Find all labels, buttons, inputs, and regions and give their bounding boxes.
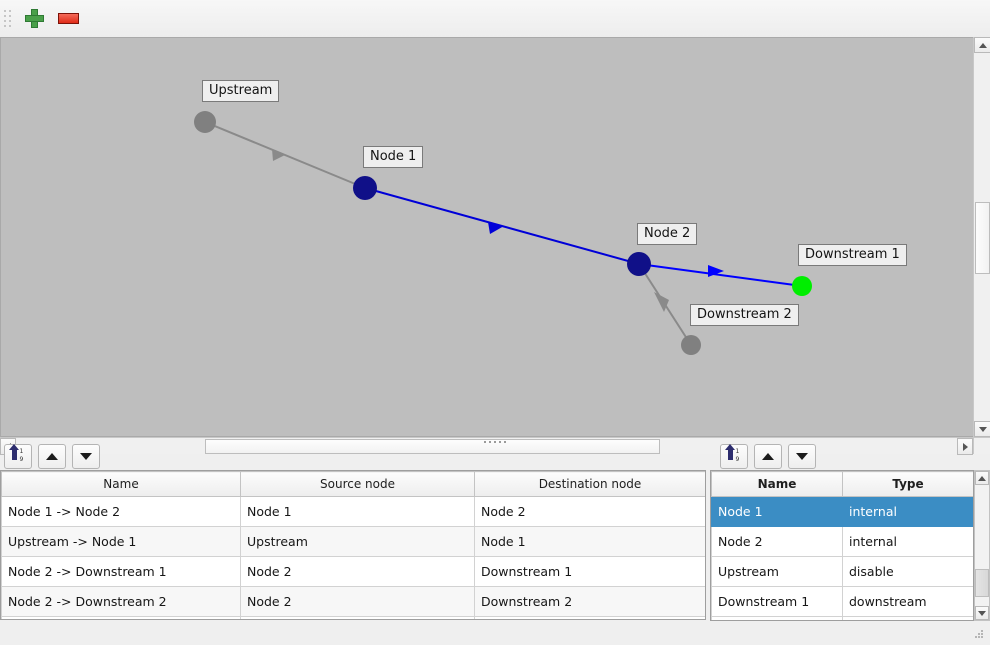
node-label-downstream2[interactable]: Downstream 2 — [690, 304, 799, 326]
horizontal-scroll-thumb[interactable] — [205, 439, 660, 454]
cell-source[interactable]: Node 2 — [240, 556, 475, 587]
scroll-down-button[interactable] — [975, 606, 989, 620]
links-col-destination[interactable]: Destination node — [474, 471, 705, 497]
graph-nodes — [194, 111, 812, 355]
edge-arrow-node1-node2 — [488, 222, 504, 234]
cell-type[interactable]: disable — [842, 556, 973, 587]
cell-destination[interactable]: Node 1 — [474, 526, 705, 557]
cell-source[interactable]: Upstream — [240, 526, 475, 557]
plus-icon — [24, 9, 44, 28]
scroll-up-button[interactable] — [975, 471, 989, 485]
graph-svg[interactable] — [1, 38, 989, 436]
node-downstream1[interactable] — [792, 276, 812, 296]
node-node2[interactable] — [627, 252, 651, 276]
table-row[interactable]: Downstream 1 downstream — [711, 586, 973, 617]
nodes-move-down-button[interactable] — [788, 443, 816, 469]
cell-name[interactable]: Node 2 — [711, 526, 843, 557]
nodes-table[interactable]: Name Type Node 1 internal Node 2 interna… — [711, 471, 973, 620]
nodes-col-type[interactable]: Type — [842, 471, 973, 497]
nodes-header-row: Name Type — [711, 471, 973, 497]
cell-destination[interactable]: Downstream 2 — [474, 586, 705, 617]
nodes-table-scrollbar[interactable] — [974, 470, 990, 621]
links-table[interactable]: Name Source node Destination node Node 1… — [1, 471, 705, 619]
scroll-right-button[interactable] — [957, 438, 973, 455]
cell-name[interactable]: Node 1 -> Node 2 — [1, 496, 241, 527]
nodes-col-name[interactable]: Name — [711, 471, 843, 497]
node-node1[interactable] — [353, 176, 377, 200]
cell-type[interactable]: downstream — [842, 586, 973, 617]
vertical-scroll-thumb[interactable] — [975, 202, 990, 274]
edge-arrow-upstream-node1 — [272, 149, 285, 161]
window-resize-grip[interactable] — [975, 630, 987, 642]
table-row[interactable]: Upstream disable — [711, 556, 973, 587]
cell-name[interactable]: Node 2 -> Downstream 2 — [1, 586, 241, 617]
node-label-node2[interactable]: Node 2 — [637, 223, 698, 245]
cell-source[interactable]: Node 1 — [240, 496, 475, 527]
cell-empty — [711, 616, 843, 620]
node-label-upstream[interactable]: Upstream — [202, 80, 280, 102]
cell-empty — [842, 616, 973, 620]
table-row[interactable]: Node 2 internal — [711, 526, 973, 557]
canvas-vertical-scrollbar[interactable] — [973, 37, 990, 437]
edge-arrow-node2-downstream2 — [654, 292, 669, 312]
table-row[interactable]: Node 1 internal — [711, 496, 973, 527]
cell-empty — [474, 616, 705, 619]
cell-name[interactable]: Upstream -> Node 1 — [1, 526, 241, 557]
nodes-table-frame: Name Type Node 1 internal Node 2 interna… — [710, 470, 974, 621]
remove-button[interactable] — [51, 4, 85, 34]
cell-type[interactable]: internal — [842, 526, 973, 557]
table-row[interactable]: Upstream -> Node 1 Upstream Node 1 — [1, 526, 705, 557]
cell-type[interactable]: internal — [842, 496, 973, 527]
table-row[interactable]: Node 2 -> Downstream 1 Node 2 Downstream… — [1, 556, 705, 587]
node-label-node1[interactable]: Node 1 — [363, 146, 424, 168]
cell-empty — [240, 616, 475, 619]
cell-name[interactable]: Upstream — [711, 556, 843, 587]
graph-canvas[interactable]: Upstream Node 1 Node 2 Downstream 1 Down… — [0, 37, 990, 437]
table-row-empty[interactable] — [1, 616, 705, 619]
graph-edges — [204, 121, 803, 346]
scrollbar-corner — [973, 437, 990, 454]
table-row-empty[interactable] — [711, 616, 973, 620]
node-downstream2[interactable] — [681, 335, 701, 355]
node-label-downstream1[interactable]: Downstream 1 — [798, 244, 907, 266]
scroll-down-button[interactable] — [974, 421, 990, 437]
links-col-name[interactable]: Name — [1, 471, 241, 497]
links-move-up-button[interactable] — [38, 443, 66, 469]
edge-arrow-node2-downstream1 — [708, 265, 724, 277]
links-col-source[interactable]: Source node — [240, 471, 475, 497]
table-row[interactable]: Node 1 -> Node 2 Node 1 Node 2 — [1, 496, 705, 527]
vertical-scroll-thumb[interactable] — [975, 569, 989, 597]
add-button[interactable] — [17, 4, 51, 34]
links-header-row: Name Source node Destination node — [1, 471, 705, 497]
cell-name[interactable]: Node 2 -> Downstream 1 — [1, 556, 241, 587]
nodes-move-up-button[interactable] — [754, 443, 782, 469]
links-table-frame: Name Source node Destination node Node 1… — [0, 470, 706, 620]
cell-name[interactable]: Node 1 — [711, 496, 843, 527]
scroll-up-button[interactable] — [974, 37, 990, 53]
cell-source[interactable]: Node 2 — [240, 586, 475, 617]
cell-destination[interactable]: Node 2 — [474, 496, 705, 527]
table-row[interactable]: Node 2 -> Downstream 2 Node 2 Downstream… — [1, 586, 705, 617]
cell-name[interactable]: Downstream 1 — [711, 586, 843, 617]
minus-icon — [57, 13, 79, 24]
cell-empty — [1, 616, 241, 619]
toolbar-drag-handle[interactable] — [3, 8, 13, 30]
main-toolbar — [0, 0, 990, 38]
edge-node2-downstream1[interactable] — [638, 263, 803, 287]
node-upstream[interactable] — [194, 111, 216, 133]
links-move-down-button[interactable] — [72, 443, 100, 469]
cell-destination[interactable]: Downstream 1 — [474, 556, 705, 587]
